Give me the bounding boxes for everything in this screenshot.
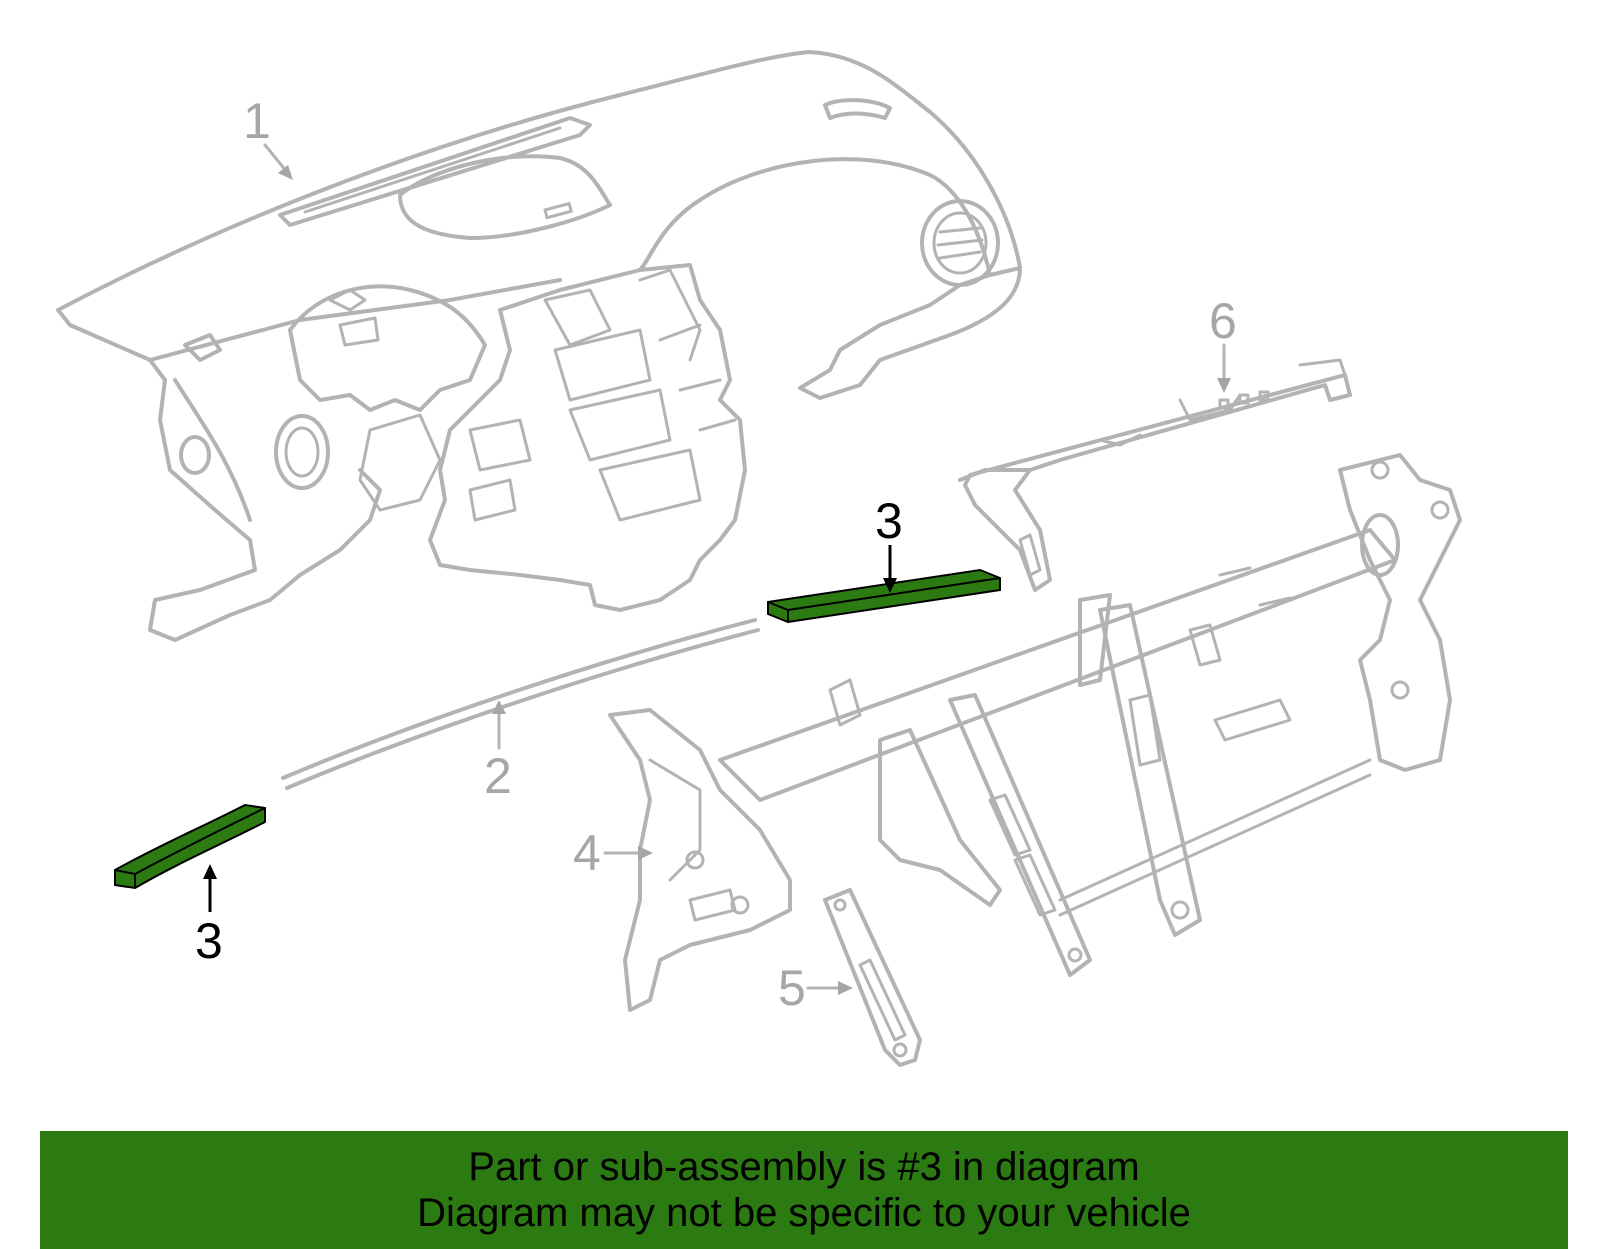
callout-number-5: 5 xyxy=(778,960,806,1016)
banner-line-part-info: Part or sub-assembly is #3 in diagram xyxy=(468,1145,1140,1189)
highlighted-bar-part-3-lower[interactable] xyxy=(114,803,266,890)
cross-car-beam-part-4[interactable] xyxy=(603,453,1462,1012)
callout-number-3-upper: 3 xyxy=(875,493,903,549)
brace-part-5[interactable] xyxy=(806,888,922,1067)
callout-number-3-lower: 3 xyxy=(195,913,223,969)
callout-number-4: 4 xyxy=(573,825,601,881)
callout-number-6: 6 xyxy=(1209,293,1237,349)
callout-arrow-3-lower xyxy=(203,864,217,912)
upper-bracket-part-6[interactable] xyxy=(958,343,1352,592)
instrument-panel-part-1[interactable] xyxy=(56,50,1022,642)
highlighted-bar-part-3-upper[interactable] xyxy=(767,568,1001,624)
banner-line-disclaimer: Diagram may not be specific to your vehi… xyxy=(417,1191,1191,1235)
info-banner: Part or sub-assembly is #3 in diagram Di… xyxy=(40,1131,1568,1249)
callout-arrow-1 xyxy=(263,143,293,180)
callout-arrow-3-upper xyxy=(883,545,897,593)
callout-number-2: 2 xyxy=(484,748,512,804)
trim-strip-part-2[interactable] xyxy=(281,618,760,790)
callout-number-1: 1 xyxy=(243,93,271,149)
